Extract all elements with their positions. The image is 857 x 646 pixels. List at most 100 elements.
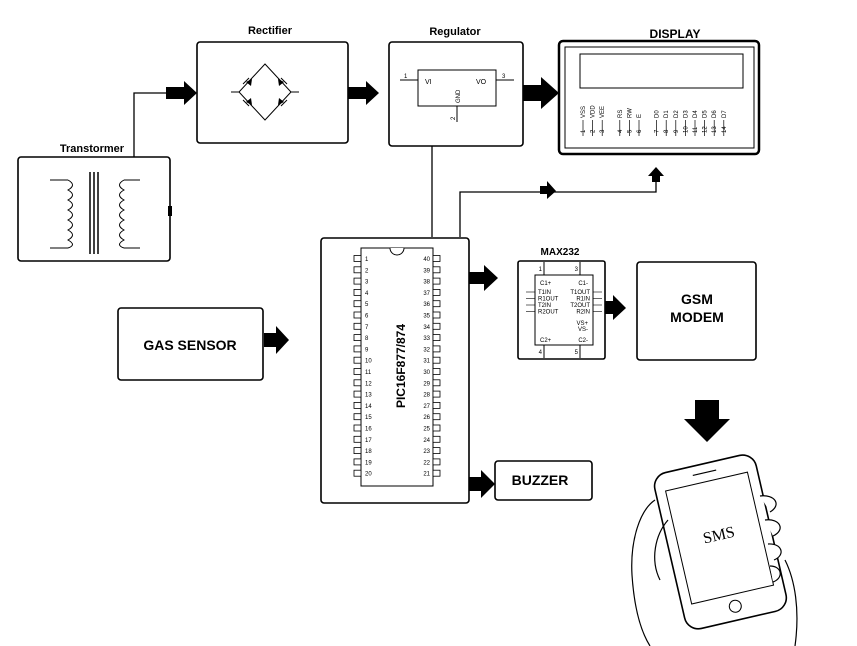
mcu-pin-left: [353, 322, 362, 330]
mcu-pin-left: [353, 345, 362, 353]
max232-right-pin: R2IN: [576, 310, 590, 316]
max232-block: MAX232 T1INR1OUTT2INR2OUTT1OUTR1INT2OUTR…: [517, 247, 606, 360]
mcu-pin-right: [432, 368, 441, 375]
gsm-modem-block: GSM MODEM: [636, 261, 757, 361]
display-block: DISPLAY VSS1VDD2VEE3RS4RW5E6D07D18D29D31…: [557, 27, 761, 156]
max232-pin-n4: 4: [539, 350, 543, 356]
max232-chip: [534, 274, 594, 346]
mcu-pin-left-number: 8: [365, 336, 369, 342]
regulator-gnd: GND: [456, 89, 462, 103]
transformer-tab: [168, 206, 172, 216]
max232-right-pin: R1IN: [576, 297, 590, 303]
mcu-pin-left: [353, 300, 362, 308]
mcu-pin-left: [353, 390, 362, 398]
regulator-block: Regulator VI VO GND 1 3 2: [388, 26, 524, 147]
mcu-pin-right: [432, 390, 441, 398]
max232-right-pin: T2OUT: [570, 303, 590, 309]
buzzer-block: BUZZER: [494, 460, 593, 501]
lcd-pin-number: 9: [674, 129, 680, 133]
max232-right-pin: T1OUT: [570, 290, 590, 296]
mcu-pin-right-number: 23: [423, 449, 430, 455]
max232-left-pin: R1OUT: [538, 297, 559, 303]
gsm-label-line1: GSM: [681, 291, 713, 307]
wire-transformer-rectifier: [133, 92, 170, 157]
mcu-pin-left: [353, 424, 362, 432]
mcu-pin-left-number: 1: [365, 257, 369, 263]
rectifier-label: Rectifier: [248, 25, 293, 37]
mcu-pin-left-number: 5: [365, 302, 369, 308]
max232-pin-n3: 3: [575, 267, 579, 273]
phone-in-hand-icon: SMS: [631, 454, 798, 646]
display-box: [557, 39, 761, 156]
lcd-pin-labels: VSS1VDD2VEE3RS4RW5E6D07D18D29D310D411D51…: [581, 105, 728, 136]
phone-home-button: [728, 599, 742, 613]
mcu-pin-left-number: 11: [365, 370, 372, 376]
regulator-vi: VI: [425, 79, 432, 86]
mcu-pin-left-number: 17: [365, 438, 372, 444]
mcu-pin-right: [432, 334, 441, 342]
mcu-pin-left-number: 15: [365, 415, 372, 421]
lcd-pin-label: VSS: [581, 106, 587, 118]
arrow-bus-up: [648, 167, 664, 182]
rectifier-block: Rectifier: [196, 25, 349, 144]
gsm-modem-box: [636, 261, 757, 361]
mcu-pin-right-number: 33: [423, 336, 430, 342]
lcd-pin-label: RS: [618, 110, 624, 118]
lcd-pin-label: D1: [664, 110, 670, 118]
mcu-pin-left-number: 12: [365, 381, 372, 387]
max232-pin-labels: T1INR1OUTT2INR2OUTT1OUTR1INT2OUTR2INC1+C…: [526, 267, 602, 356]
mcu-pin-left: [353, 288, 362, 296]
mcu-pin-left-number: 20: [365, 472, 372, 478]
mcu-pin-left: [353, 435, 362, 443]
regulator-label: Regulator: [429, 26, 481, 38]
mcu-pin-right-number: 31: [423, 359, 430, 365]
transformer-block: Transtormer: [17, 143, 172, 262]
mcu-pin-left-number: 10: [365, 359, 372, 365]
mcu-pin-right-number: 35: [423, 314, 430, 320]
mcu-pin-right-number: 34: [423, 325, 430, 331]
max232-pin-n1: 1: [539, 267, 543, 273]
lcd-pin-label: D2: [674, 110, 680, 118]
mcu-pins: 1234567891011121314151617181920403938373…: [353, 255, 441, 478]
max232-left-pin: T2IN: [538, 303, 551, 309]
mcu-pin-left-number: 4: [365, 291, 369, 297]
mcu-pin-right-number: 22: [423, 460, 430, 466]
mcu-pin-right: [432, 435, 441, 443]
mcu-pin-right-number: 40: [423, 257, 430, 263]
mcu-pin-right: [432, 311, 441, 319]
mcu-pin-right: [432, 447, 441, 455]
lcd-pin-number: 1: [581, 129, 587, 133]
mcu-pin-left-number: 19: [365, 460, 372, 466]
arrow-to-rectifier: [166, 81, 197, 105]
max232-box: [517, 260, 606, 360]
mcu-pin-left: [353, 266, 362, 274]
mcu-pin-right-number: 38: [423, 280, 430, 286]
mcu-pin-left-number: 9: [365, 347, 369, 353]
lcd-pin-number: 12: [703, 126, 709, 133]
lcd-pin-number: 7: [655, 129, 661, 133]
max232-pin-c1m: C1-: [578, 281, 588, 287]
lcd-pin-label: D3: [683, 110, 689, 118]
lcd-pin-number: 5: [627, 129, 633, 133]
mcu-pin-left-number: 14: [365, 404, 372, 410]
max232-pin-n5: 5: [575, 350, 579, 356]
arrow-to-mcu: [264, 326, 289, 354]
mcu-pin-right-number: 39: [423, 268, 430, 274]
transformer-symbol-icon: [50, 172, 140, 254]
mcu-pin-right: [432, 266, 441, 274]
mcu-pin-right-number: 21: [423, 472, 430, 478]
lcd-pin-label: D6: [712, 110, 718, 118]
gas-sensor-label: GAS SENSOR: [143, 337, 236, 353]
lcd-pin-number: 10: [683, 126, 689, 133]
arrow-to-gsm: [605, 295, 626, 320]
rectifier-box: [196, 41, 349, 144]
lcd-pin-label: D7: [722, 110, 728, 118]
arrow-to-buzzer: [469, 470, 495, 498]
buzzer-box: [494, 460, 593, 501]
mcu-pin-left-number: 13: [365, 393, 372, 399]
mcu-pin-right-number: 24: [423, 438, 430, 444]
mcu-pin-left-number: 6: [365, 314, 369, 320]
sms-text: SMS: [701, 524, 736, 548]
bridge-rectifier-icon: [231, 63, 299, 121]
